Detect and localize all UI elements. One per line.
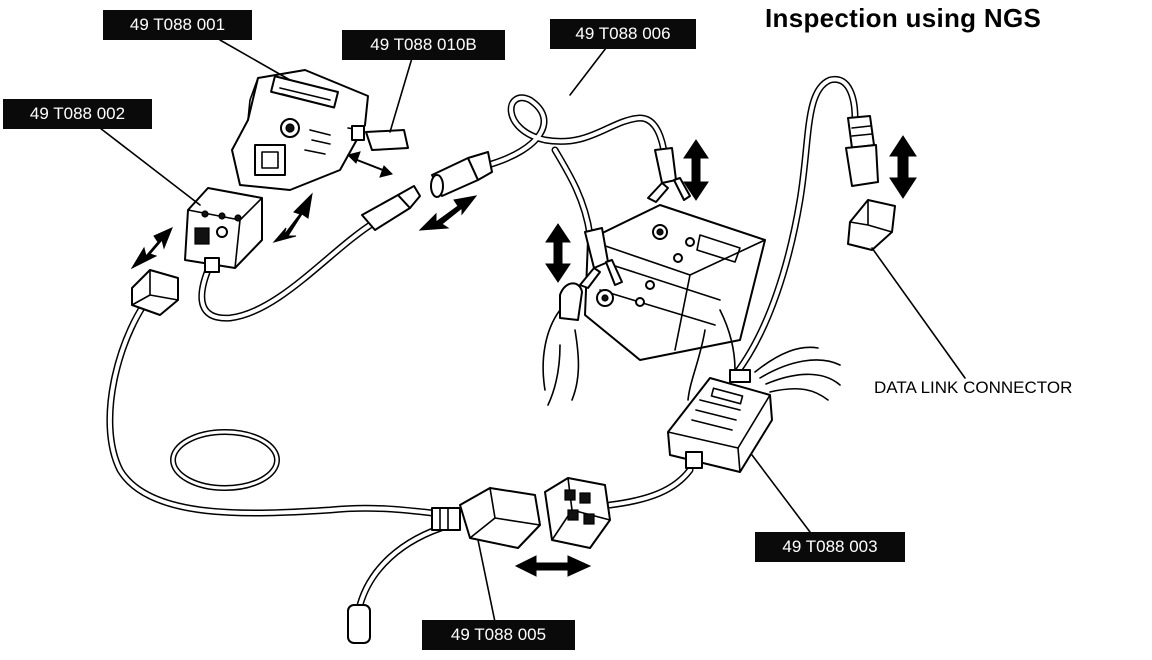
dlc-plug: [845, 115, 879, 187]
battery: [542, 204, 766, 406]
connector-005-male: [431, 487, 541, 549]
cables: [106, 75, 859, 609]
label-cable-005: 49 T088 005: [422, 620, 575, 650]
alligator-clip-red: [647, 147, 691, 203]
label-data-link-connector: DATA LINK CONNECTOR: [874, 378, 1073, 397]
arrow-dlc: [889, 135, 917, 199]
arrow-connectors-005: [514, 555, 592, 577]
main-cable: [106, 286, 454, 519]
interface-box: [667, 369, 773, 473]
power-socket-plug: [430, 151, 493, 198]
obd-plug-left: [131, 269, 179, 316]
ngs-tester-unit: [231, 69, 369, 191]
tester-plug: [361, 185, 421, 231]
arrow-clip-black: [545, 223, 571, 283]
arrow-adapter-plug: [130, 227, 173, 270]
label-power-cable: 49 T088 006: [550, 19, 696, 49]
label-program-card: 49 T088 010B: [342, 30, 505, 60]
diagram-title: Inspection using NGS: [765, 3, 1042, 33]
label-ngs-tester: 49 T088 001: [103, 10, 252, 40]
connector-005-female: [544, 477, 611, 549]
arrow-tester-adapter: [272, 192, 313, 243]
label-interface-box: 49 T088 003: [755, 532, 905, 562]
arrow-power-plug: [418, 195, 478, 231]
alligator-clip-black: [579, 227, 623, 289]
arrow-clip-red: [683, 139, 709, 201]
data-link-connector: [847, 199, 896, 251]
label-adapter: 49 T088 002: [3, 99, 152, 129]
adapter-box: [184, 187, 263, 273]
program-card: [365, 129, 409, 151]
pigtail-plug: [347, 604, 371, 644]
arrow-card: [347, 151, 393, 178]
